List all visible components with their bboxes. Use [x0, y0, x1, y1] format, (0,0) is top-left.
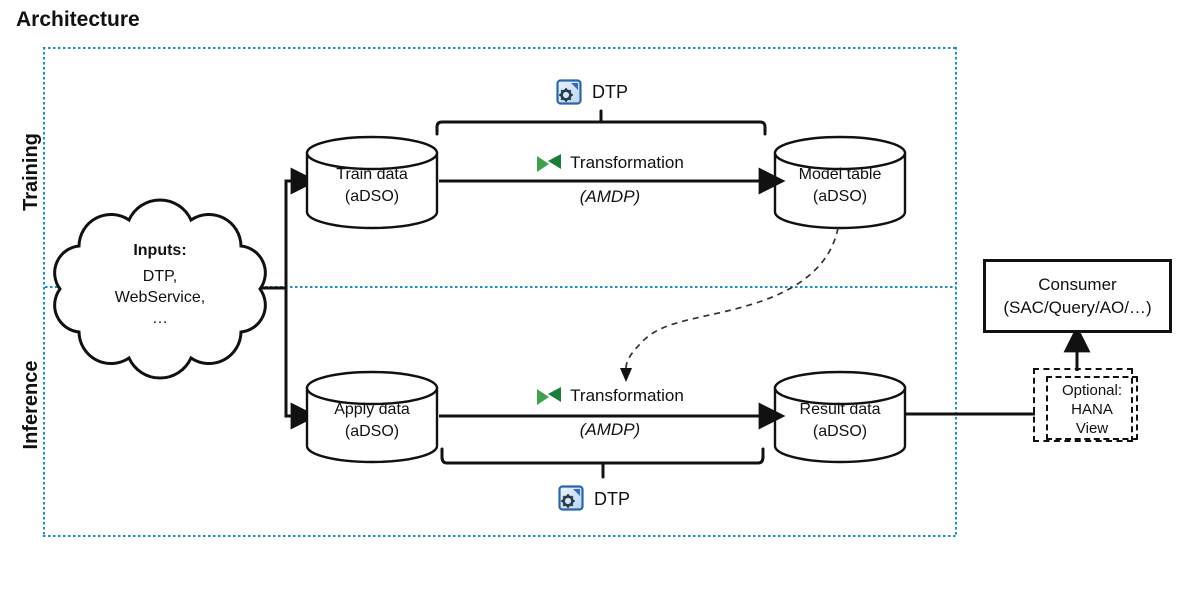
training-dtp-bracket: [435, 109, 767, 136]
optional-label-line3: View: [1075, 420, 1109, 437]
model-table-title: Model table: [798, 166, 882, 183]
branch-arrow-training: [284, 167, 318, 288]
inference-amdp-label: (AMDP): [579, 420, 641, 439]
optional-label-line2: HANA: [1071, 401, 1113, 418]
apply-data-subtitle: (aDSO): [344, 423, 400, 440]
train-data-cylinder: [305, 135, 439, 230]
inference-dtp-label: DTP: [594, 489, 630, 509]
inference-transformation: Transformation: [500, 383, 720, 409]
training-transformation-label: Transformation: [570, 153, 684, 172]
lane-label-inference: Inference: [20, 360, 42, 450]
inference-dtp-bracket: [440, 447, 765, 479]
lane-frame-bottom-border: [43, 535, 957, 538]
optional-hana-view-box: [1046, 376, 1138, 440]
lane-divider: [45, 286, 956, 289]
model-table-label: Model table (aDSO): [775, 164, 905, 208]
optional-hana-view-box-back: [1033, 368, 1133, 442]
apply-data-label: Apply data (aDSO): [307, 399, 437, 443]
inference-transformation-label: Transformation: [570, 386, 684, 405]
consumer-box: Consumer (SAC/Query/AO/…): [983, 259, 1172, 333]
transformation-icon: [536, 385, 562, 407]
training-transformation: Transformation: [500, 150, 720, 176]
result-data-cylinder: [773, 370, 907, 464]
training-amdp-label: (AMDP): [579, 187, 641, 206]
page-title: Architecture: [16, 8, 140, 31]
model-table-subtitle: (aDSO): [812, 188, 868, 205]
train-data-label: Train data (aDSO): [307, 164, 437, 208]
lane-frame-left-border: [43, 47, 46, 537]
model-usage-dashed-arrow: [620, 227, 839, 382]
inputs-cloud: [53, 198, 267, 380]
apply-data-cylinder: [305, 370, 439, 464]
lane-label-training: Training: [20, 133, 42, 211]
optional-label-line1: Optional:: [1061, 382, 1123, 399]
dtp-icon: [556, 79, 582, 105]
dtp-icon: [558, 485, 584, 511]
apply-data-title: Apply data: [334, 401, 410, 418]
train-data-title: Train data: [336, 166, 408, 183]
cloud-input-webservice: WebService,: [114, 289, 206, 306]
result-data-label: Result data (aDSO): [775, 399, 905, 443]
result-data-subtitle: (aDSO): [812, 423, 868, 440]
cloud-input-list: DTP, WebService, …: [80, 266, 240, 329]
cloud-heading: Inputs:: [133, 242, 187, 259]
transformation-icon: [536, 152, 562, 174]
consumer-title: Consumer: [1038, 275, 1117, 294]
training-dtp-label: DTP: [592, 82, 628, 102]
cloud-input-ellipsis: …: [152, 310, 168, 327]
optional-hana-view-label: Optional: HANA View: [1046, 381, 1138, 438]
lane-frame-top-border: [43, 47, 957, 50]
branch-arrow-inference: [284, 288, 318, 430]
consumer-subtitle: (SAC/Query/AO/…): [1003, 298, 1152, 317]
model-table-cylinder: [773, 135, 907, 230]
train-data-subtitle: (aDSO): [344, 188, 400, 205]
result-data-title: Result data: [799, 401, 881, 418]
cloud-input-dtp: DTP,: [142, 268, 178, 285]
lane-frame-right-border: [955, 47, 958, 537]
